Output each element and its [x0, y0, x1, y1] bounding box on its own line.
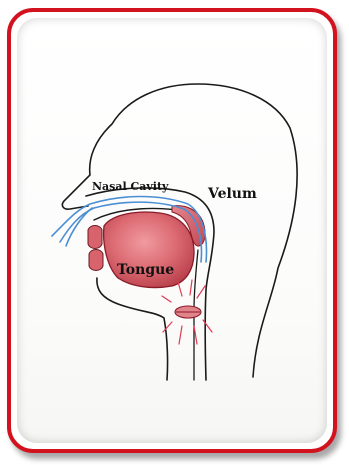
lower-lip-shape [89, 250, 103, 271]
nasal-cavity-label: Nasal Cavity [92, 180, 169, 193]
chin-outline [97, 278, 168, 380]
velum-label: Velum [207, 186, 257, 202]
tongue-label: Tongue [117, 262, 174, 278]
upper-lip-shape [88, 226, 102, 249]
